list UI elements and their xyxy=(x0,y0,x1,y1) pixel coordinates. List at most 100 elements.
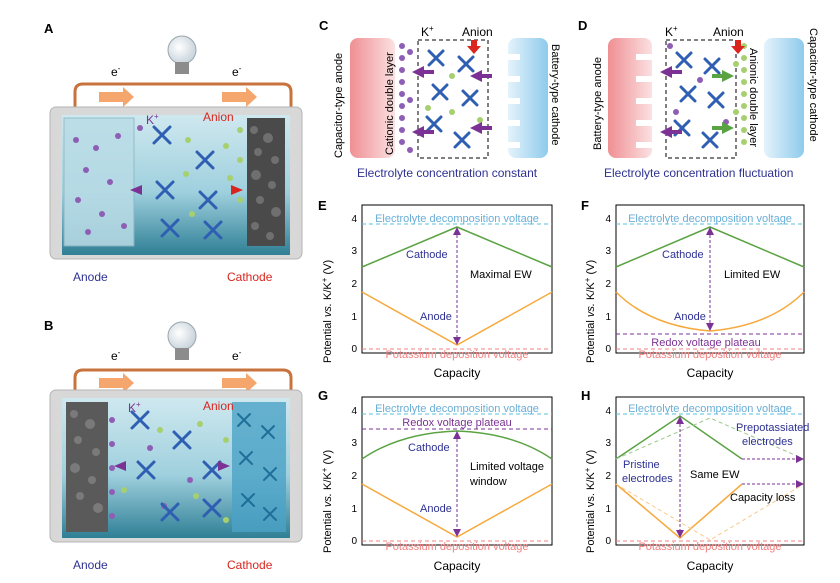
cation-arrow xyxy=(218,461,230,471)
decomposition-label: Electrolyte decomposition voltage xyxy=(375,213,539,225)
panel-f: F Potential vs. K/K+ (V) 0 1 2 3 4 Elect… xyxy=(581,198,805,380)
prepotassiated-anode-curve xyxy=(615,483,805,541)
panel-letter-h: H xyxy=(581,388,590,403)
electron-flow-arrow-left xyxy=(99,373,134,393)
external-wire xyxy=(73,368,293,410)
electrolyte-box xyxy=(417,39,489,159)
deposition-label: Potassium deposition voltage xyxy=(385,541,528,553)
capacitor-type-anode xyxy=(350,38,395,158)
panel-b: B e- e- xyxy=(44,318,303,572)
decomposition-label: Electrolyte decomposition voltage xyxy=(375,403,539,415)
y-tick-0: 0 xyxy=(351,344,357,355)
y-axis-label: Potential vs. K/K+ (V) xyxy=(583,450,597,553)
prepotassiated-label-line2: electrodes xyxy=(742,436,793,448)
light-bulb-icon xyxy=(167,321,197,360)
y-axis-label: Potential vs. K/K+ (V) xyxy=(583,260,597,363)
plateau-label: Redox voltage plateau xyxy=(402,417,511,429)
anode-label: Anode xyxy=(674,311,706,323)
electron-label-left: e- xyxy=(111,64,121,79)
anion-arrow xyxy=(731,40,745,54)
anion-label: Anion xyxy=(713,25,744,39)
electron-flow-arrow-right xyxy=(222,373,257,393)
cathode-label: Cathode xyxy=(408,442,450,454)
y-tick-2: 2 xyxy=(605,471,611,482)
ew-label: Limited EW xyxy=(724,269,781,281)
battery-type-anode xyxy=(608,38,652,158)
electron-label-right: e- xyxy=(232,64,242,79)
y-tick-1: 1 xyxy=(351,504,357,515)
plot-frame xyxy=(361,396,553,546)
panel-letter-g: G xyxy=(318,388,328,403)
y-tick-0: 0 xyxy=(351,536,357,547)
y-tick-4: 4 xyxy=(605,406,611,417)
panel-a: A e- e- xyxy=(44,21,303,284)
ew-label-line1: Limited voltage xyxy=(470,461,544,473)
plot-frame xyxy=(615,396,805,546)
double-layer-label: Cationic double layer xyxy=(384,52,396,155)
left-electrode-label: Capacitor-type anode xyxy=(333,53,345,158)
cation-label: K+ xyxy=(146,112,159,127)
panel-letter-c: C xyxy=(319,18,329,33)
panel-h: H Potential vs. K/K+ (V) 0 1 2 3 4 Elect… xyxy=(581,388,809,573)
ew-label: Maximal EW xyxy=(470,269,532,281)
y-tick-2: 2 xyxy=(351,279,357,290)
prepotassiated-cathode-curve xyxy=(615,417,805,460)
external-wire xyxy=(73,82,293,130)
plot-frame xyxy=(361,204,553,354)
y-tick-1: 1 xyxy=(605,504,611,515)
anode-label: Anode xyxy=(73,558,108,572)
panel-letter-f: F xyxy=(581,198,589,213)
y-tick-1: 1 xyxy=(351,312,357,323)
anode-label: Anode xyxy=(420,503,452,515)
caption-c: Electrolyte concentration constant xyxy=(357,166,538,180)
cation-arrow xyxy=(130,185,142,195)
y-tick-0: 0 xyxy=(605,536,611,547)
anode-curve xyxy=(615,483,743,539)
panel-g: G Potential vs. K/K+ (V) 0 1 2 3 4 Elect… xyxy=(318,388,553,573)
cathode-electrode xyxy=(232,402,286,532)
panel-letter-b: B xyxy=(44,318,53,333)
y-tick-2: 2 xyxy=(605,279,611,290)
cation-label: K+ xyxy=(128,400,141,415)
anion-label: Anion xyxy=(203,399,234,413)
y-tick-4: 4 xyxy=(351,214,357,225)
cation-arrow xyxy=(114,461,126,471)
cathode-label: Cathode xyxy=(406,249,448,261)
right-electrode-label: Battery-type cathode xyxy=(549,44,561,146)
capacitor-type-cathode xyxy=(764,38,804,158)
panel-letter-d: D xyxy=(578,18,587,33)
plot-frame xyxy=(615,204,805,354)
light-bulb-icon xyxy=(167,35,197,74)
double-layer-label: Anionic double layer xyxy=(747,48,759,147)
cathode-label: Cathode xyxy=(227,270,273,284)
panel-e: E Potential vs. K/K+ (V) 0 1 2 3 4 Elect… xyxy=(318,198,553,380)
y-tick-0: 0 xyxy=(605,344,611,355)
y-tick-2: 2 xyxy=(351,471,357,482)
electrolyte-box xyxy=(665,39,737,159)
battery-type-cathode xyxy=(508,38,548,158)
y-tick-4: 4 xyxy=(351,406,357,417)
panel-d: D Battery-type anode Anionic double laye… xyxy=(578,18,819,180)
deposition-label: Potassium deposition voltage xyxy=(638,349,781,361)
anion-label: Anion xyxy=(462,25,493,39)
anion-arrow xyxy=(467,40,481,54)
y-axis-label: Potential vs. K/K+ (V) xyxy=(320,450,334,553)
decomposition-label: Electrolyte decomposition voltage xyxy=(628,213,792,225)
prepotassiated-label-line1: Prepotassiated xyxy=(736,422,809,434)
decomposition-label: Electrolyte decomposition voltage xyxy=(628,403,792,415)
anode-label: Anode xyxy=(73,270,108,284)
ew-label: Same EW xyxy=(690,469,740,481)
pristine-label-line1: Pristine xyxy=(623,459,660,471)
x-axis-label: Capacity xyxy=(434,559,481,573)
x-axis-label: Capacity xyxy=(687,559,734,573)
left-electrode-label: Battery-type anode xyxy=(592,57,604,150)
deposition-label: Potassium deposition voltage xyxy=(638,541,781,553)
electron-flow-arrow-right xyxy=(222,87,257,107)
y-axis-label: Potential vs. K/K+ (V) xyxy=(320,260,334,363)
electron-label-left: e- xyxy=(111,348,121,363)
anion-label: Anion xyxy=(203,110,234,124)
y-tick-4: 4 xyxy=(605,214,611,225)
plateau-label: Redox voltage plateau xyxy=(651,337,760,349)
capacity-loss-label: Capacity loss xyxy=(730,492,796,504)
